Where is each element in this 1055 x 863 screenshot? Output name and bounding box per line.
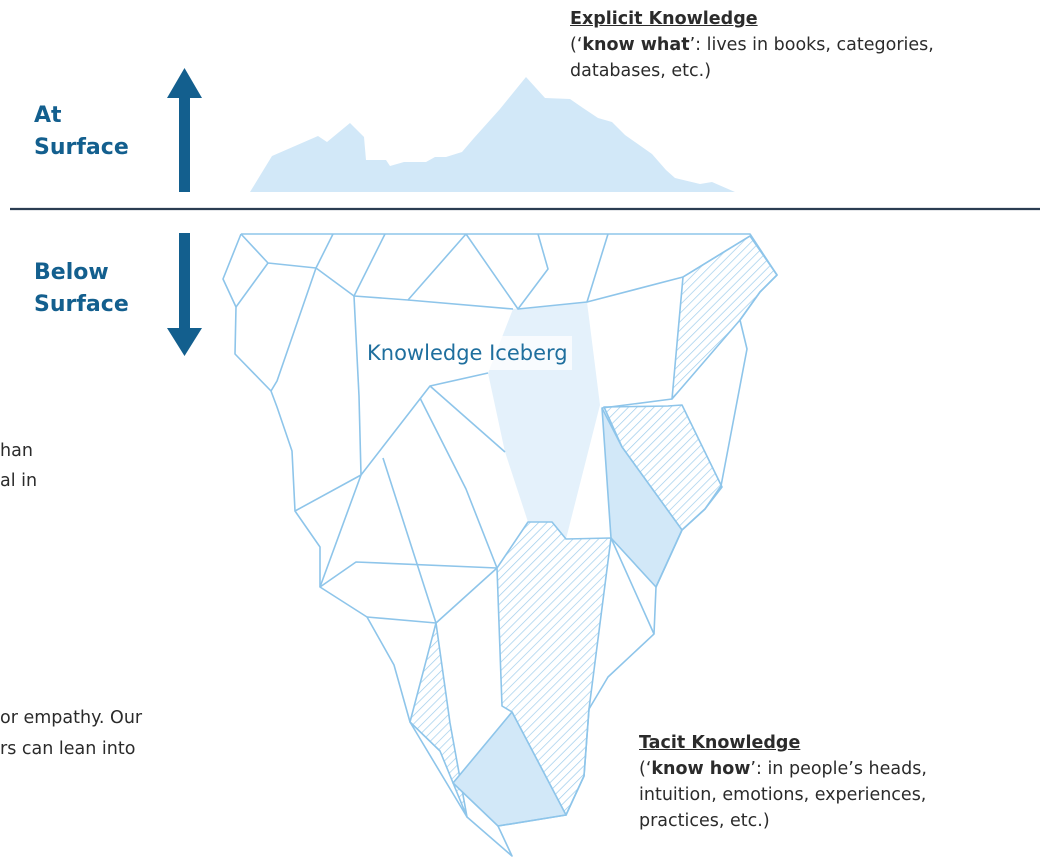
- tacit-knowledge-line-2: intuition, emotions, experiences,: [639, 785, 927, 805]
- iceberg-facet-hatched-top-right: [671, 235, 778, 400]
- at-surface-line-2: Surface: [34, 135, 129, 160]
- up-arrow-icon: [167, 68, 202, 192]
- iceberg-title: Knowledge Iceberg: [363, 336, 572, 370]
- at-surface-label: At Surface: [34, 100, 129, 164]
- below-surface-line-2: Surface: [34, 292, 129, 317]
- know-what-emphasis: know what: [582, 35, 690, 55]
- explicit-knowledge-line-2: databases, etc.): [570, 61, 712, 81]
- know-how-emphasis: know how: [651, 759, 751, 779]
- down-arrow-icon: [167, 233, 202, 356]
- explicit-knowledge-line-1: (‘know what’: lives in books, categories…: [570, 35, 934, 55]
- cut-off-text-line-3: or empathy. Our: [0, 708, 143, 728]
- tacit-knowledge-line-3: practices, etc.): [639, 811, 770, 831]
- cut-off-text-line-2: al in: [0, 471, 38, 491]
- at-surface-line-1: At: [34, 103, 62, 128]
- explicit-knowledge-annotation: Explicit Knowledge (‘know what’: lives i…: [570, 6, 1050, 84]
- tacit-knowledge-title: Tacit Knowledge: [639, 733, 801, 753]
- explicit-knowledge-title: Explicit Knowledge: [570, 9, 758, 29]
- iceberg-underwater: [222, 233, 778, 857]
- tacit-knowledge-annotation: Tacit Knowledge (‘know how’: in people’s…: [639, 730, 1049, 834]
- tacit-knowledge-line-1: (‘know how’: in people’s heads,: [639, 759, 927, 779]
- iceberg-tip-above-surface: [250, 77, 735, 192]
- cut-off-text-line-1: han: [0, 441, 33, 461]
- cut-off-text-line-4: rs can lean into: [0, 739, 136, 759]
- below-surface-label: Below Surface: [34, 257, 129, 321]
- below-surface-line-1: Below: [34, 260, 109, 285]
